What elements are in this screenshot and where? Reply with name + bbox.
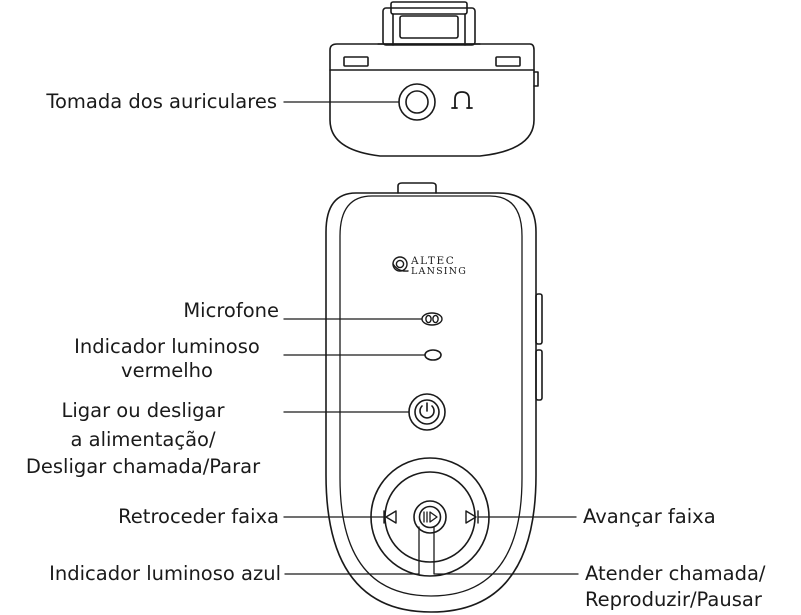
play-pause-icon (423, 511, 438, 523)
side-button-upper (535, 293, 543, 345)
brand-line-2: LANSING (411, 266, 468, 277)
label-red-led-line-2: vermelho (121, 359, 213, 382)
side-button-lower (535, 349, 543, 401)
label-answer-line-2: Reproduzir/Pausar (585, 588, 762, 611)
microphone-grille (421, 312, 443, 326)
label-power-line-1: Ligar ou desligar (61, 399, 225, 422)
play-pause-button (413, 500, 447, 534)
label-red-led-line-1: Indicador luminoso (74, 335, 260, 358)
skip-back-icon (383, 510, 397, 524)
top-body-outline (329, 43, 535, 157)
red-led (424, 349, 442, 361)
skip-forward-icon (465, 510, 479, 524)
label-next-track: Avançar faixa (583, 505, 716, 528)
top-slot-right (495, 56, 521, 67)
belt-clip (377, 1, 481, 46)
leader-lines (283, 101, 579, 575)
top-slot-left (343, 56, 369, 67)
leader-blue-led (284, 526, 420, 575)
label-prev-track: Retroceder faixa (118, 505, 279, 528)
power-button (408, 393, 446, 431)
label-power-line-3: Desligar chamada/Parar (25, 455, 261, 478)
label-headphone-jack: Tomada dos auriculares (46, 90, 277, 113)
device-top-view (329, 1, 539, 157)
label-red-led: Indicador luminoso vermelho (54, 334, 280, 384)
label-answer: Atender chamada/ Reproduzir/Pausar (585, 561, 765, 613)
headphone-jack (398, 83, 436, 121)
label-power-line-2: a alimentação/ (70, 428, 216, 451)
brand-line-1: ALTEC (411, 255, 456, 267)
front-body-inner (339, 195, 523, 597)
headphone-icon (451, 91, 473, 109)
altec-lansing-logo-icon (392, 256, 409, 272)
label-power: Ligar ou desligar a alimentação/ Desliga… (6, 398, 280, 480)
front-body-outer (325, 192, 537, 613)
label-microphone: Microfone (183, 299, 279, 322)
leader-answer (433, 526, 579, 575)
power-icon (419, 402, 435, 419)
label-blue-led: Indicador luminoso azul (49, 562, 281, 585)
label-answer-line-1: Atender chamada/ (585, 562, 766, 585)
